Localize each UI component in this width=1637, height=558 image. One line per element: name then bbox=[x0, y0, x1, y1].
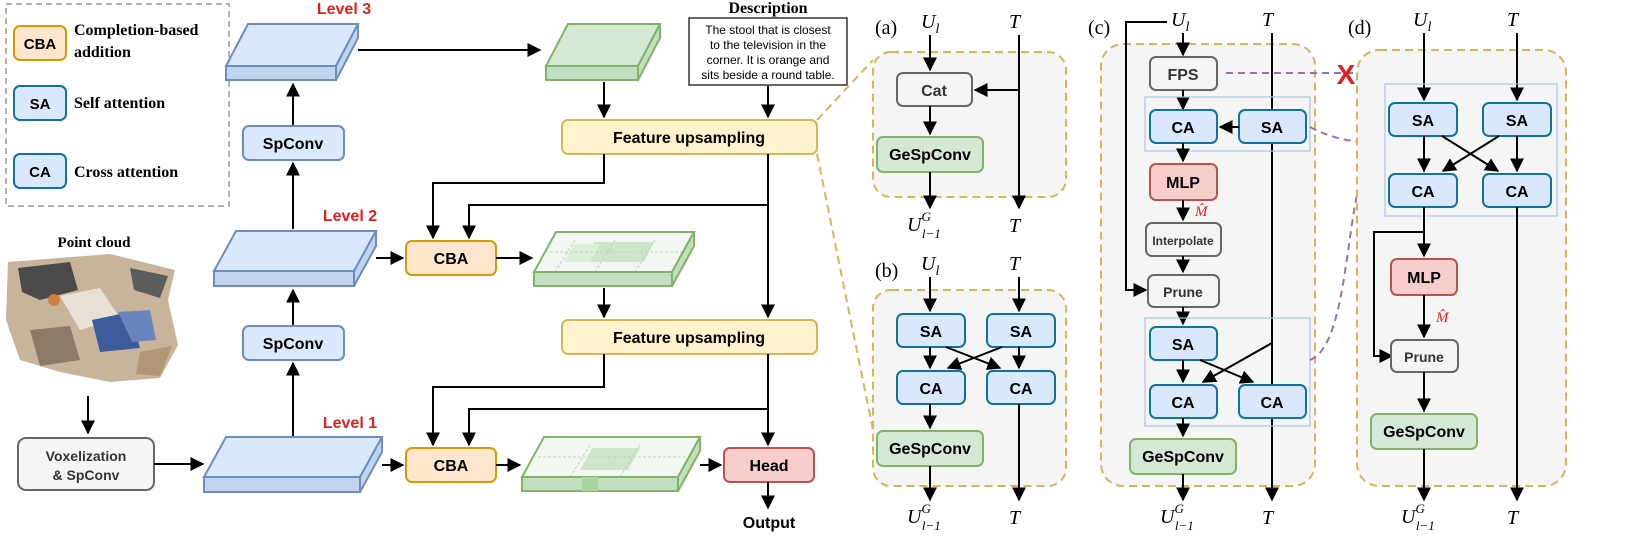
description-line-1: The stool that is closest bbox=[705, 23, 831, 37]
feature-upsampling-top-label: Feature upsampling bbox=[613, 130, 765, 147]
description-title: Description bbox=[728, 0, 807, 17]
panel-d-input-u: Ul bbox=[1413, 9, 1431, 35]
green-slab-top bbox=[544, 23, 662, 81]
panel-c-attention-group-top bbox=[1144, 96, 1311, 152]
panel-b-output-t: T bbox=[1009, 507, 1022, 529]
fps-label: FPS bbox=[1167, 67, 1198, 84]
panel-c-output-t: T bbox=[1262, 507, 1275, 529]
spconv-upper-box bbox=[242, 125, 345, 161]
head-label: Head bbox=[749, 458, 788, 475]
sa-b-left-label: SA bbox=[920, 324, 943, 341]
point-cloud-image bbox=[6, 254, 178, 382]
sa-b-right bbox=[986, 313, 1056, 348]
voxelization-label-1: Voxelization bbox=[46, 448, 127, 464]
ca-c-bottom-right bbox=[1238, 384, 1307, 419]
ca-d-right-label: CA bbox=[1505, 184, 1529, 201]
ca-c-top-label: CA bbox=[1171, 120, 1195, 137]
description-line-3: corner. It is orange and bbox=[707, 53, 830, 67]
panel-d-attention-group bbox=[1384, 83, 1558, 217]
sa-d-right-label: SA bbox=[1506, 113, 1529, 130]
gespconv-c-label: GeSpConv bbox=[1142, 449, 1224, 466]
prune-c-label: Prune bbox=[1163, 284, 1203, 300]
panel-b-input-t: T bbox=[1009, 253, 1022, 275]
cba-level2-label: CBA bbox=[434, 251, 469, 268]
panel-a-output-t: T bbox=[1009, 215, 1022, 237]
panel-c-label: (c) bbox=[1088, 17, 1110, 39]
legend-sa-swatch bbox=[13, 85, 67, 121]
cba-level1-label: CBA bbox=[434, 458, 469, 475]
level1-slab bbox=[202, 436, 384, 493]
spconv-upper-label: SpConv bbox=[263, 136, 324, 153]
legend-sa-abbr: SA bbox=[30, 96, 51, 113]
ca-b-left-label: CA bbox=[919, 381, 943, 398]
m-hat-c: M̂ bbox=[1194, 204, 1209, 220]
description-line-2: to the television in the bbox=[710, 38, 826, 52]
panel-a-input-t: T bbox=[1009, 11, 1022, 33]
level2-label: Level 2 bbox=[323, 208, 377, 225]
level1-label: Level 1 bbox=[323, 415, 377, 432]
panel-d-input-t: T bbox=[1507, 9, 1520, 31]
legend: CBA Completion-based addition SA Self at… bbox=[5, 3, 230, 207]
legend-cba-line2: addition bbox=[74, 44, 131, 61]
spconv-lower-label: SpConv bbox=[263, 336, 324, 353]
panel-c-attention-group-bottom bbox=[1144, 317, 1311, 427]
spconv-lower-box bbox=[242, 325, 345, 361]
sa-c-top-label: SA bbox=[1261, 120, 1284, 137]
legend-ca-swatch bbox=[13, 153, 67, 189]
description-line-4: sits beside a round table. bbox=[701, 68, 834, 82]
gespconv-d-label: GeSpConv bbox=[1383, 424, 1465, 441]
sa-c-bottom-label: SA bbox=[1172, 337, 1195, 354]
output-label: Output bbox=[743, 515, 796, 532]
panel-a-input-u: Ul bbox=[921, 11, 939, 37]
panel-c-input-t: T bbox=[1262, 9, 1275, 31]
mlp-c-label: MLP bbox=[1166, 175, 1200, 192]
level3-label: Level 3 bbox=[317, 1, 371, 18]
panel-a-label: (a) bbox=[875, 17, 897, 39]
interpolate-label: Interpolate bbox=[1152, 234, 1214, 248]
prune-d-label: Prune bbox=[1404, 349, 1444, 365]
panel-d-label: (d) bbox=[1348, 17, 1371, 39]
ca-d-left-label: CA bbox=[1411, 184, 1435, 201]
green-slab-middle bbox=[532, 231, 696, 287]
cat-label: Cat bbox=[921, 83, 947, 100]
panel-c-frame bbox=[1100, 43, 1316, 487]
ca-b-right bbox=[986, 370, 1056, 405]
ca-c-bottom-left-label: CA bbox=[1171, 395, 1195, 412]
legend-ca-abbr: CA bbox=[29, 164, 51, 181]
mlp-d-label: MLP bbox=[1407, 270, 1441, 287]
level3-slab bbox=[224, 23, 360, 81]
green-slab-bottom bbox=[520, 436, 702, 492]
feature-upsampling-bottom-label: Feature upsampling bbox=[613, 330, 765, 347]
panel-c-input-u: Ul bbox=[1171, 9, 1189, 35]
ca-b-right-label: CA bbox=[1009, 381, 1033, 398]
point-cloud-label: Point cloud bbox=[58, 235, 132, 251]
description-box bbox=[688, 17, 848, 86]
ca-c-bottom-right-label: CA bbox=[1260, 395, 1284, 412]
legend-cba-abbr: CBA bbox=[24, 36, 57, 53]
gespconv-b-label: GeSpConv bbox=[889, 441, 971, 458]
panel-b-label: (b) bbox=[875, 260, 898, 282]
feature-upsampling-bottom bbox=[561, 319, 818, 355]
panel-d-output-t: T bbox=[1507, 507, 1520, 529]
cat-box bbox=[896, 72, 973, 107]
sa-d-left-label: SA bbox=[1412, 113, 1435, 130]
gespconv-a-label: GeSpConv bbox=[889, 147, 971, 164]
legend-cba-line1: Completion-based bbox=[74, 22, 199, 39]
m-hat-d: M̂ bbox=[1435, 310, 1450, 326]
cross-mark: X bbox=[1337, 59, 1356, 90]
sa-b-right-label: SA bbox=[1010, 324, 1033, 341]
legend-ca-label: Cross attention bbox=[74, 164, 178, 181]
legend-cba-swatch bbox=[13, 25, 67, 61]
level2-slab bbox=[212, 230, 378, 287]
panel-b-input-u: Ul bbox=[921, 253, 939, 279]
legend-sa-label: Self attention bbox=[74, 95, 165, 112]
feature-upsampling-top bbox=[561, 119, 818, 155]
voxelization-label-2: & SpConv bbox=[53, 467, 120, 483]
